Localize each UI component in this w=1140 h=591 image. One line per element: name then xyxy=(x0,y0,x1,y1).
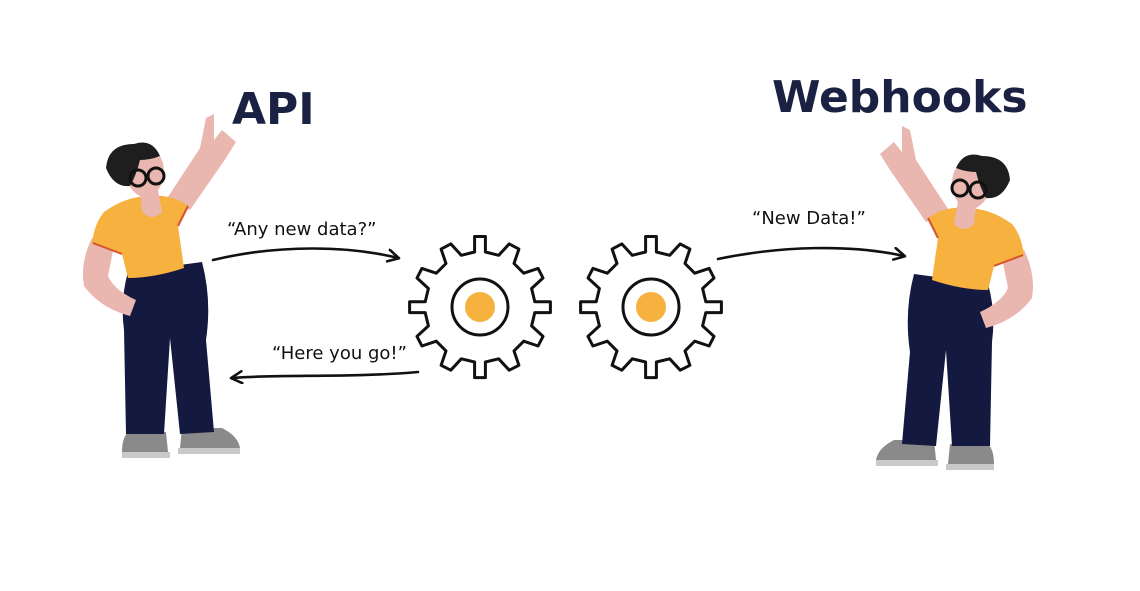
api-response-arrow-icon xyxy=(232,372,420,378)
api-request-label: “Any new data?” xyxy=(227,219,377,240)
api-person-icon xyxy=(81,112,242,460)
api-server-gear-icon xyxy=(408,235,552,380)
webhooks-server-gear-icon xyxy=(579,235,723,380)
webhooks-title: Webhooks xyxy=(772,72,1028,123)
webhook-push-arrow-icon xyxy=(716,246,904,259)
webhook-push-label: “New Data!” xyxy=(752,208,866,229)
api-title: API xyxy=(232,84,315,135)
api-response-label: “Here you go!” xyxy=(272,343,407,364)
api-request-arrow-icon xyxy=(211,247,398,261)
webhooks-person-icon xyxy=(874,124,1035,472)
